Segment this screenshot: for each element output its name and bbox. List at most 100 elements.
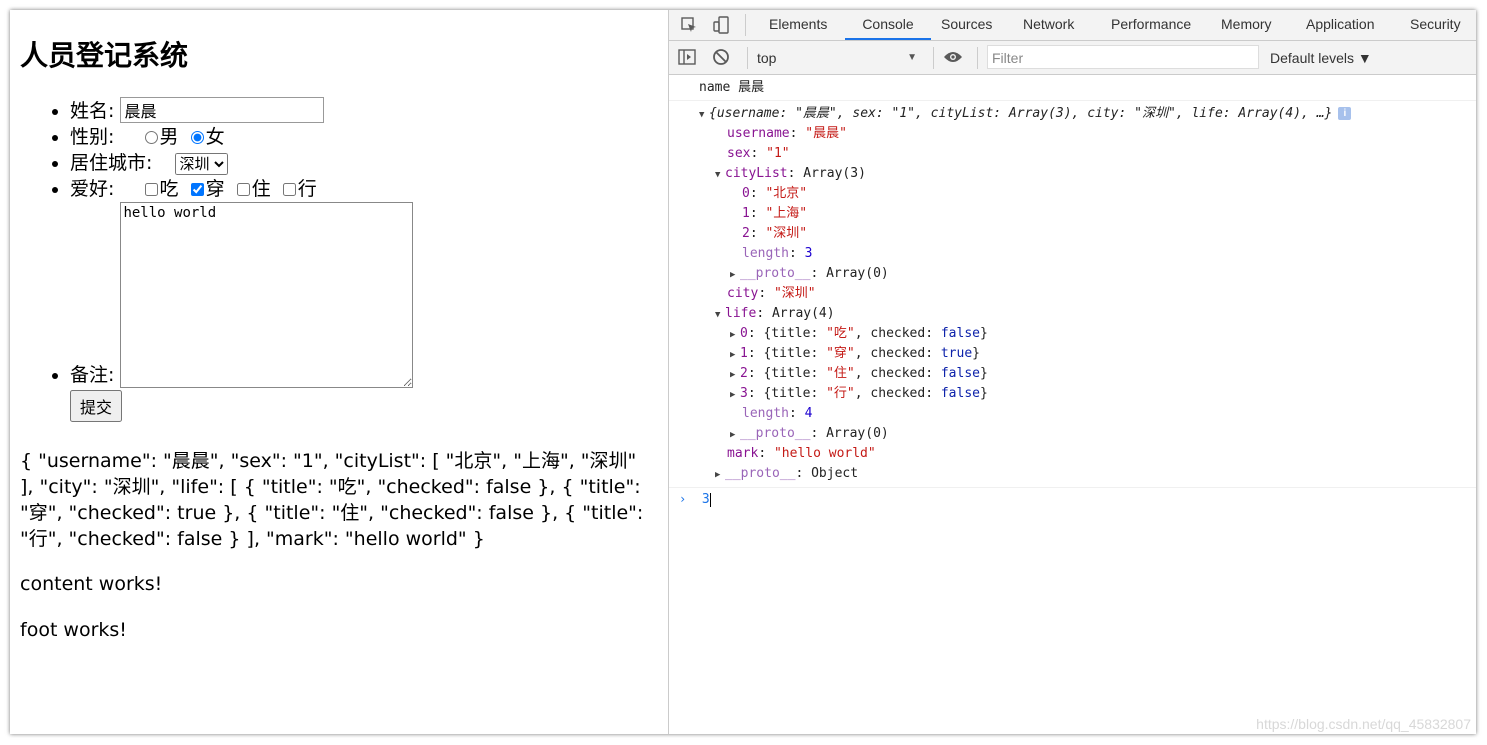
prop-value: 4 [804, 406, 813, 421]
collapsed-triangle-icon: ▶ [730, 390, 736, 400]
prop-key: __proto__ [740, 266, 811, 281]
levels-dropdown[interactable]: Default levels ▼ [1270, 50, 1372, 66]
collapsed-triangle-icon: ▶ [730, 430, 736, 440]
citylist-item: 2: "深圳" [742, 226, 808, 241]
life-item[interactable]: ▶0: {title: "吃", checked: false} [730, 324, 988, 344]
prop-value: "晨晨" [805, 126, 847, 141]
expanded-triangle-icon: ▼ [715, 310, 721, 320]
city-label: 居住城市: [70, 152, 153, 174]
collapsed-triangle-icon: ▶ [730, 370, 736, 380]
sex-male-radio[interactable] [144, 131, 158, 144]
device-toolbar-icon[interactable] [709, 13, 733, 37]
citylist-item: 1: "上海" [742, 206, 808, 221]
expanded-triangle-icon: ▼ [715, 170, 721, 180]
clear-console-icon[interactable] [709, 45, 733, 69]
sidebar-toggle-icon[interactable] [675, 45, 699, 69]
prop-value: "深圳" [773, 286, 816, 301]
life-title: "穿" [826, 346, 855, 361]
sex-label: 性别: [70, 126, 115, 148]
note-label: 备注: [70, 364, 115, 386]
life-checked: true [940, 346, 973, 361]
form-list: 姓名: 性别: 男 女 居住城市: 深圳 爱好: 吃 穿 住 行 [20, 97, 414, 422]
life-item[interactable]: ▶1: {title: "穿", checked: true} [730, 344, 980, 364]
object-proto[interactable]: ▶__proto__: Object [715, 464, 858, 484]
devtools-tabbar: Elements Console Sources Network Perform… [669, 10, 1476, 41]
life-item[interactable]: ▶3: {title: "行", checked: false} [730, 384, 988, 404]
tabbar-divider [745, 14, 746, 36]
life-proto[interactable]: ▶__proto__: Array(0) [730, 424, 889, 444]
hobby-checkbox[interactable] [190, 183, 204, 196]
tab-performance[interactable]: Performance [1111, 16, 1192, 32]
hobby-row: 爱好: 吃 穿 住 行 [70, 176, 413, 202]
tab-memory[interactable]: Memory [1221, 16, 1272, 32]
submit-button[interactable]: 提交 [70, 390, 123, 422]
prop-key: life [725, 306, 757, 321]
tab-security[interactable]: Security [1410, 16, 1461, 32]
watermark: https://blog.csdn.net/qq_45832807 [1256, 716, 1471, 732]
hobby-label-item: 吃 [159, 178, 179, 200]
prop-key: mark [727, 446, 759, 461]
prop-key: sex [727, 146, 751, 161]
tab-application[interactable]: Application [1306, 16, 1375, 32]
prompt-chevron-icon: › [679, 492, 687, 506]
toolbar-divider [977, 47, 978, 69]
toolbar-divider [933, 47, 934, 69]
citylist-length: length: 3 [742, 246, 813, 261]
prop-mark: mark: "hello world" [727, 446, 876, 461]
browser-frame: 人员登记系统 姓名: 性别: 男 女 居住城市: 深圳 爱好: 吃 穿 [10, 10, 1476, 734]
toolbar-divider [747, 47, 748, 69]
life-length: length: 4 [742, 406, 813, 421]
object-summary-row[interactable]: ▼{username: "晨晨", sex: "1", cityList: Ar… [699, 104, 1352, 124]
filter-input[interactable]: Filter [987, 45, 1259, 69]
prop-username: username: "晨晨" [727, 126, 847, 141]
prop-life[interactable]: ▼life: Array(4) [715, 304, 835, 324]
hobby-checkbox[interactable] [282, 183, 296, 196]
collapsed-triangle-icon: ▶ [715, 470, 721, 480]
prop-key: cityList [725, 166, 788, 181]
life-item[interactable]: ▶2: {title: "住", checked: false} [730, 364, 988, 384]
tab-network[interactable]: Network [1023, 16, 1075, 32]
prop-city: city: "深圳" [727, 286, 816, 301]
chevron-down-icon: ▼ [907, 52, 917, 63]
tab-sources[interactable]: Sources [941, 16, 993, 32]
text-cursor [709, 492, 711, 507]
inspect-element-icon[interactable] [677, 13, 701, 37]
prop-key: length [742, 406, 789, 421]
prop-value: "hello world" [773, 446, 876, 461]
note-textarea[interactable]: hello world [120, 202, 414, 388]
citylist-proto[interactable]: ▶__proto__: Array(0) [730, 264, 889, 284]
eye-icon[interactable] [941, 45, 965, 69]
prompt-divider [669, 487, 1476, 488]
tab-elements[interactable]: Elements [769, 16, 828, 32]
life-checked: false [940, 366, 980, 381]
prop-value: "北京" [765, 186, 808, 201]
hobby-checkbox[interactable] [144, 183, 158, 196]
web-page: 人员登记系统 姓名: 性别: 男 女 居住城市: 深圳 爱好: 吃 穿 [10, 10, 668, 734]
info-icon: i [1338, 107, 1352, 120]
collapsed-triangle-icon: ▶ [730, 330, 736, 340]
prop-type: Array(0) [826, 426, 889, 441]
city-select[interactable]: 深圳 [174, 153, 228, 175]
name-row: 姓名: [70, 97, 413, 124]
sex-row: 性别: 男 女 [70, 124, 413, 150]
name-input[interactable] [120, 97, 325, 123]
hobby-checkbox[interactable] [236, 183, 250, 196]
prop-value: "上海" [765, 206, 808, 221]
hobby-label-item: 住 [251, 178, 271, 200]
name-label: 姓名: [70, 100, 115, 122]
context-selector[interactable]: top ▼ [757, 47, 917, 69]
sex-female-radio[interactable] [190, 131, 204, 144]
devtools-panel: Elements Console Sources Network Perform… [668, 10, 1476, 734]
context-value: top [757, 50, 777, 66]
life-title: "吃" [826, 326, 855, 341]
prop-key: __proto__ [740, 426, 811, 441]
hobby-label: 爱好: [70, 178, 115, 200]
prop-key: length [742, 246, 789, 261]
console-toolbar: top ▼ Filter Default levels ▼ [669, 41, 1476, 75]
console-prompt[interactable]: › 3 [679, 489, 711, 509]
prompt-input[interactable]: 3 [701, 492, 710, 507]
tab-console[interactable]: Console [845, 10, 931, 40]
prop-citylist[interactable]: ▼cityList: Array(3) [715, 164, 866, 184]
prop-key: username [727, 126, 790, 141]
prop-type: Array(0) [826, 266, 889, 281]
